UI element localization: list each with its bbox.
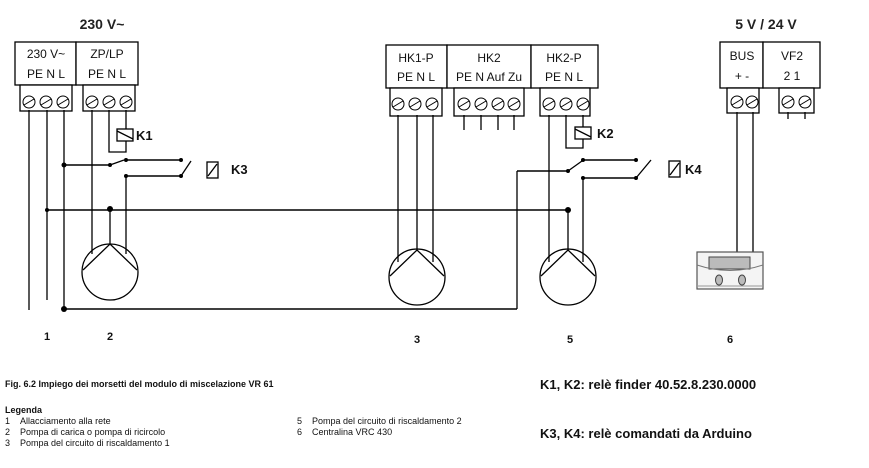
terminal-screw-icon xyxy=(22,95,36,109)
junction-dots xyxy=(45,158,638,312)
terminal-block-zp-lp: ZP/LP PE N L xyxy=(75,41,139,112)
legend-title: Legenda xyxy=(5,405,43,415)
label-6: 6 xyxy=(727,334,733,346)
terminal-screw-icon xyxy=(425,97,439,111)
relay-k3: K3 xyxy=(206,161,248,179)
legend-item-2: 2 Pompa di carica o pompa di ricircolo xyxy=(5,427,166,437)
label-5: 5 xyxy=(567,334,573,346)
terminal-screws xyxy=(22,95,812,111)
terminal-screw-icon xyxy=(102,95,116,109)
svg-text:HK1-P: HK1-P xyxy=(398,51,433,65)
figure-caption: Fig. 6.2 Impiego dei morsetti del modulo… xyxy=(5,379,274,389)
svg-text:2 1: 2 1 xyxy=(784,69,801,83)
note-relay-arduino: K3, K4: relè comandati da Arduino xyxy=(540,426,752,441)
low-voltage-label: 5 V / 24 V xyxy=(735,16,797,32)
terminal-screw-icon xyxy=(507,97,521,111)
relay-k1: K1 xyxy=(116,128,153,143)
legend-item-3: 3 Pompa del circuito di riscaldamento 1 xyxy=(5,438,170,448)
svg-text:PE N L: PE N L xyxy=(88,67,126,81)
pump-3 xyxy=(388,248,446,306)
svg-text:K4: K4 xyxy=(685,162,702,177)
terminal-screw-icon xyxy=(576,97,590,111)
terminal-screw-icon xyxy=(457,97,471,111)
svg-text:VF2: VF2 xyxy=(781,49,803,63)
terminal-screw-icon xyxy=(781,95,795,109)
wires-mains xyxy=(28,110,568,310)
relay-k4: K4 xyxy=(668,160,702,178)
label-1: 1 xyxy=(44,331,50,343)
terminal-screw-icon xyxy=(730,95,744,109)
terminal-screw-icon xyxy=(559,97,573,111)
terminal-block-vf2: VF2 2 1 xyxy=(762,41,821,114)
relay-k2: K2 xyxy=(574,126,614,141)
terminal-screw-icon xyxy=(39,95,53,109)
svg-text:+ -: + - xyxy=(735,69,749,83)
svg-text:230 V~: 230 V~ xyxy=(27,47,65,61)
svg-text:HK2: HK2 xyxy=(477,51,501,65)
svg-text:PE N Auf Zu: PE N Auf Zu xyxy=(456,70,522,84)
svg-text:PE N L: PE N L xyxy=(545,70,583,84)
label-2: 2 xyxy=(107,331,113,343)
terminal-screw-icon xyxy=(542,97,556,111)
terminal-screw-icon xyxy=(491,97,505,111)
svg-text:K3: K3 xyxy=(231,162,248,177)
terminal-screw-icon xyxy=(745,95,759,109)
svg-text:K1: K1 xyxy=(136,128,153,143)
svg-text:ZP/LP: ZP/LP xyxy=(90,47,123,61)
legend-item-6: 6 Centralina VRC 430 xyxy=(297,427,393,437)
terminal-screw-icon xyxy=(474,97,488,111)
terminal-block-hk2: HK2 PE N Auf Zu xyxy=(446,44,532,117)
svg-text:BUS: BUS xyxy=(730,49,755,63)
wires-heating-circuits xyxy=(397,112,806,262)
terminal-screw-icon xyxy=(85,95,99,109)
pump-5 xyxy=(539,248,597,306)
svg-text:PE N L: PE N L xyxy=(397,70,435,84)
pump-2 xyxy=(81,243,139,301)
svg-text:HK2-P: HK2-P xyxy=(546,51,581,65)
supply-voltage-label: 230 V~ xyxy=(80,16,125,32)
controller-vrc430 xyxy=(696,251,764,290)
terminal-screw-icon xyxy=(119,95,133,109)
terminal-block-hk1-p: HK1-P PE N L xyxy=(385,44,448,117)
terminal-screw-icon xyxy=(408,97,422,111)
svg-text:K2: K2 xyxy=(597,126,614,141)
label-3: 3 xyxy=(414,334,420,346)
legend-item-1: 1 Allacciamento alla rete xyxy=(5,416,111,426)
legend-item-5: 5 Pompa del circuito di riscaldamento 2 xyxy=(297,416,462,426)
terminal-screw-icon xyxy=(391,97,405,111)
svg-text:PE N L: PE N L xyxy=(27,67,65,81)
terminal-screw-icon xyxy=(56,95,70,109)
terminal-screw-icon xyxy=(798,95,812,109)
note-relay-finder: K1, K2: relè finder 40.52.8.230.0000 xyxy=(540,377,757,392)
